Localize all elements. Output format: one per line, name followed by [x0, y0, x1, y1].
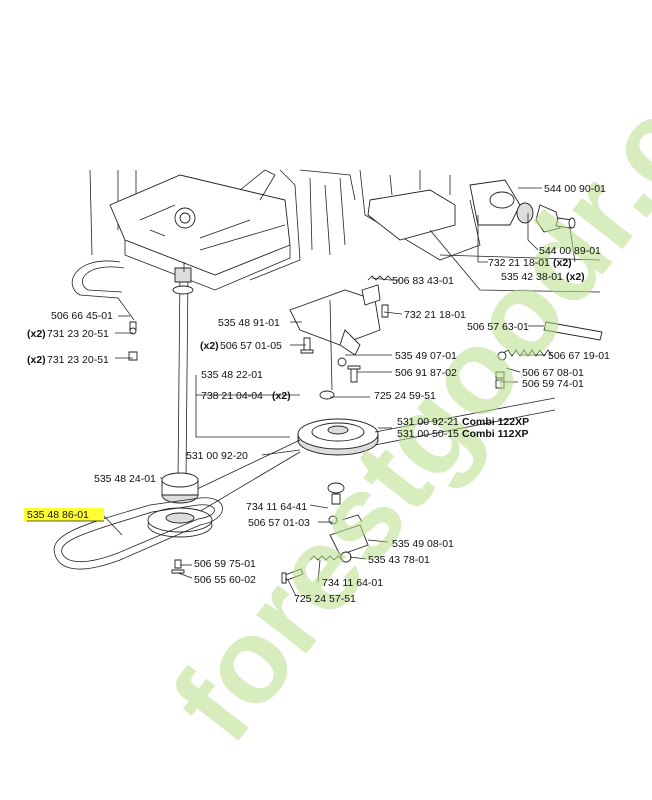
label-combi-112xp: Combi 112XP	[462, 428, 529, 440]
part-labels: 544 00 90-01 544 00 89-01 732 21 18-01 (…	[24, 183, 610, 605]
label-x2-qty: (x2)	[566, 271, 585, 283]
label-506-83-43-01: 506 83 43-01	[392, 275, 454, 287]
label-506-91-87-02: 506 91 87-02	[395, 367, 457, 379]
label-535-43-78-01: 535 43 78-01	[368, 554, 430, 566]
label-732-21-18-01: 732 21 18-01	[404, 309, 466, 321]
label-731-23-20-51-b: 731 23 20-51	[47, 354, 109, 366]
label-x2-qty: (x2)	[272, 390, 291, 402]
label-544-00-90-01: 544 00 90-01	[544, 183, 606, 195]
label-x2-qty: (x2)	[200, 340, 219, 352]
label-506-66-45-01: 506 66 45-01	[51, 310, 113, 322]
label-738-21-04-04-x2: 738 21 04-04	[201, 390, 263, 402]
label-531-00-50-15: 531 00 50-15	[397, 428, 459, 440]
label-725-24-57-51: 725 24 57-51	[294, 593, 356, 605]
label-531-00-92-20: 531 00 92-20	[186, 450, 248, 462]
label-734-11-64-01: 734 11 64-01	[322, 577, 383, 589]
label-506-59-75-01: 506 59 75-01	[194, 558, 256, 570]
label-535-49-07-01: 535 49 07-01	[395, 350, 457, 362]
label-531-00-92-21: 531 00 92-21	[397, 416, 459, 428]
label-535-48-86-01: 535 48 86-01	[27, 509, 89, 521]
highlight-535-48-86-01	[24, 508, 104, 521]
label-506-67-08-01: 506 67 08-01	[522, 367, 584, 379]
label-732-21-18-01-x2: 732 21 18-01	[488, 257, 550, 269]
label-535-48-24-01: 535 48 24-01	[94, 473, 156, 485]
label-506-55-60-02: 506 55 60-02	[194, 574, 256, 586]
label-x2-qty: (x2)	[27, 328, 46, 340]
label-535-48-22-01: 535 48 22-01	[201, 369, 263, 381]
label-535-48-91-01: 535 48 91-01	[218, 317, 280, 329]
label-734-11-64-41: 734 11 64-41	[246, 501, 307, 513]
label-506-57-01-03: 506 57 01-03	[248, 517, 310, 529]
label-725-24-59-51: 725 24 59-51	[374, 390, 436, 402]
label-544-00-89-01: 544 00 89-01	[539, 245, 601, 257]
label-x2-qty: (x2)	[553, 257, 572, 269]
label-535-49-08-01: 535 49 08-01	[392, 538, 454, 550]
label-506-67-19-01: 506 67 19-01	[548, 350, 610, 362]
label-506-59-74-01: 506 59 74-01	[522, 378, 584, 390]
label-506-57-01-05: 506 57 01-05	[220, 340, 282, 352]
label-combi-122xp: Combi 122XP	[462, 416, 529, 428]
label-x2-qty: (x2)	[27, 354, 46, 366]
label-506-57-63-01: 506 57 63-01	[467, 321, 529, 333]
drawing	[53, 169, 603, 597]
label-535-42-38-01-x2: 535 42 38-01	[501, 271, 563, 283]
label-731-23-20-51-a: 731 23 20-51	[47, 328, 109, 340]
